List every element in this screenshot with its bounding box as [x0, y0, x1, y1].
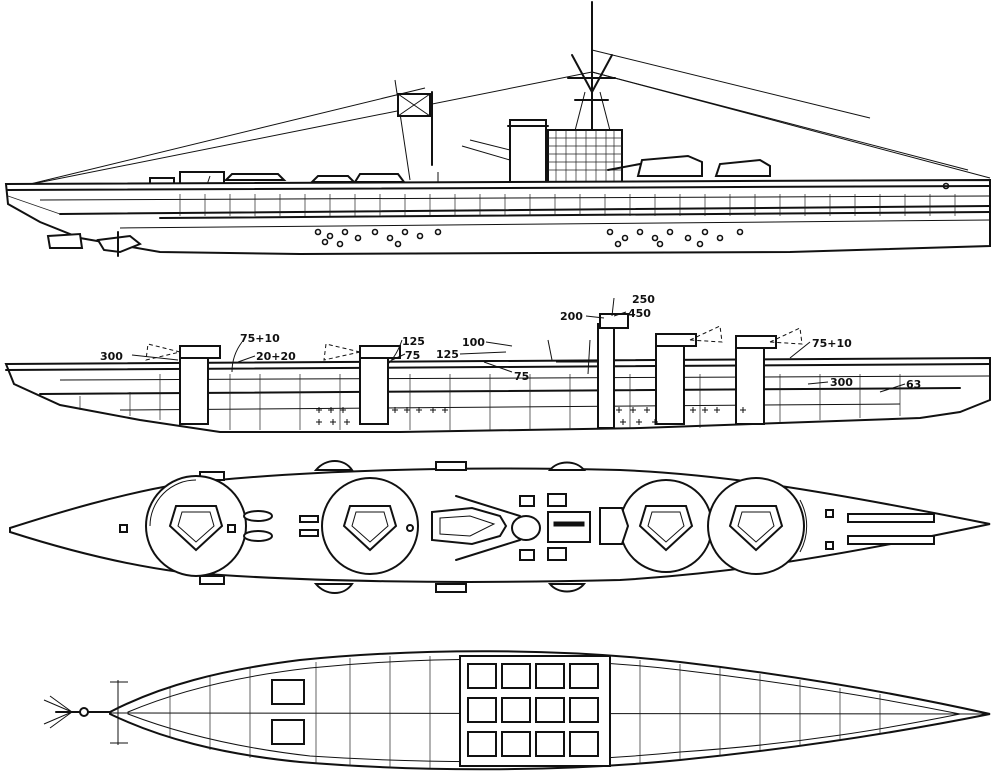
lbl-75-a: 75 [405, 349, 420, 362]
lbl-300-fwd: 300 [100, 350, 123, 363]
jack-staff-flag [397, 91, 433, 166]
profile-aft-turret-2 [714, 158, 771, 177]
profile-portholes [314, 182, 950, 248]
lbl-450: 450 [628, 307, 651, 320]
lbl-100: 100 [462, 336, 485, 349]
stern-propeller-rudder [46, 231, 142, 257]
profile-fwd-deck-items [149, 171, 439, 206]
deck-turret-b [321, 477, 419, 575]
armor-profile-view: 300 75+10 20+20 125 75 125 100 75 250 20… [4, 293, 991, 433]
bridge-superstructure [547, 129, 623, 183]
machinery-compartments [459, 655, 611, 767]
armor-turret-tops [145, 313, 803, 361]
lbl-250: 250 [632, 293, 655, 306]
transverse-bulkheads [169, 656, 881, 768]
deck-side-boats [199, 460, 587, 594]
forward-compartments [271, 679, 305, 745]
deck-plan-view [9, 460, 991, 594]
lbl-63: 63 [906, 378, 921, 391]
lbl-20-20: 20+20 [256, 350, 296, 363]
deck-turret-a [145, 475, 247, 577]
lbl-300-aft: 300 [830, 376, 853, 389]
lbl-125-a: 125 [402, 335, 425, 348]
compartment-plan-view [43, 650, 991, 771]
profile-aft-turret-1 [607, 154, 703, 177]
lbl-125-b: 125 [436, 348, 459, 361]
deck-midships [431, 493, 630, 561]
deck-fittings [119, 509, 935, 550]
deck-turret-c [619, 479, 713, 573]
profile-hull [4, 178, 991, 256]
armor-internal-bulkheads [79, 374, 901, 430]
lbl-200: 200 [560, 310, 583, 323]
deck-turret-d [707, 477, 808, 575]
funnel [461, 119, 549, 183]
profile-hull-frames [179, 194, 956, 216]
armor-barbettes [179, 323, 765, 429]
armor-magazine-marks [316, 407, 746, 425]
stern-rudder-plan [43, 680, 128, 745]
lbl-75-10-aft: 75+10 [812, 337, 852, 350]
lbl-75-10-fwd: 75+10 [240, 332, 280, 345]
lbl-75-b: 75 [514, 370, 529, 383]
armor-leader-lines [131, 297, 906, 393]
side-profile-view [4, 1, 991, 257]
rigging-wires [21, 49, 991, 187]
